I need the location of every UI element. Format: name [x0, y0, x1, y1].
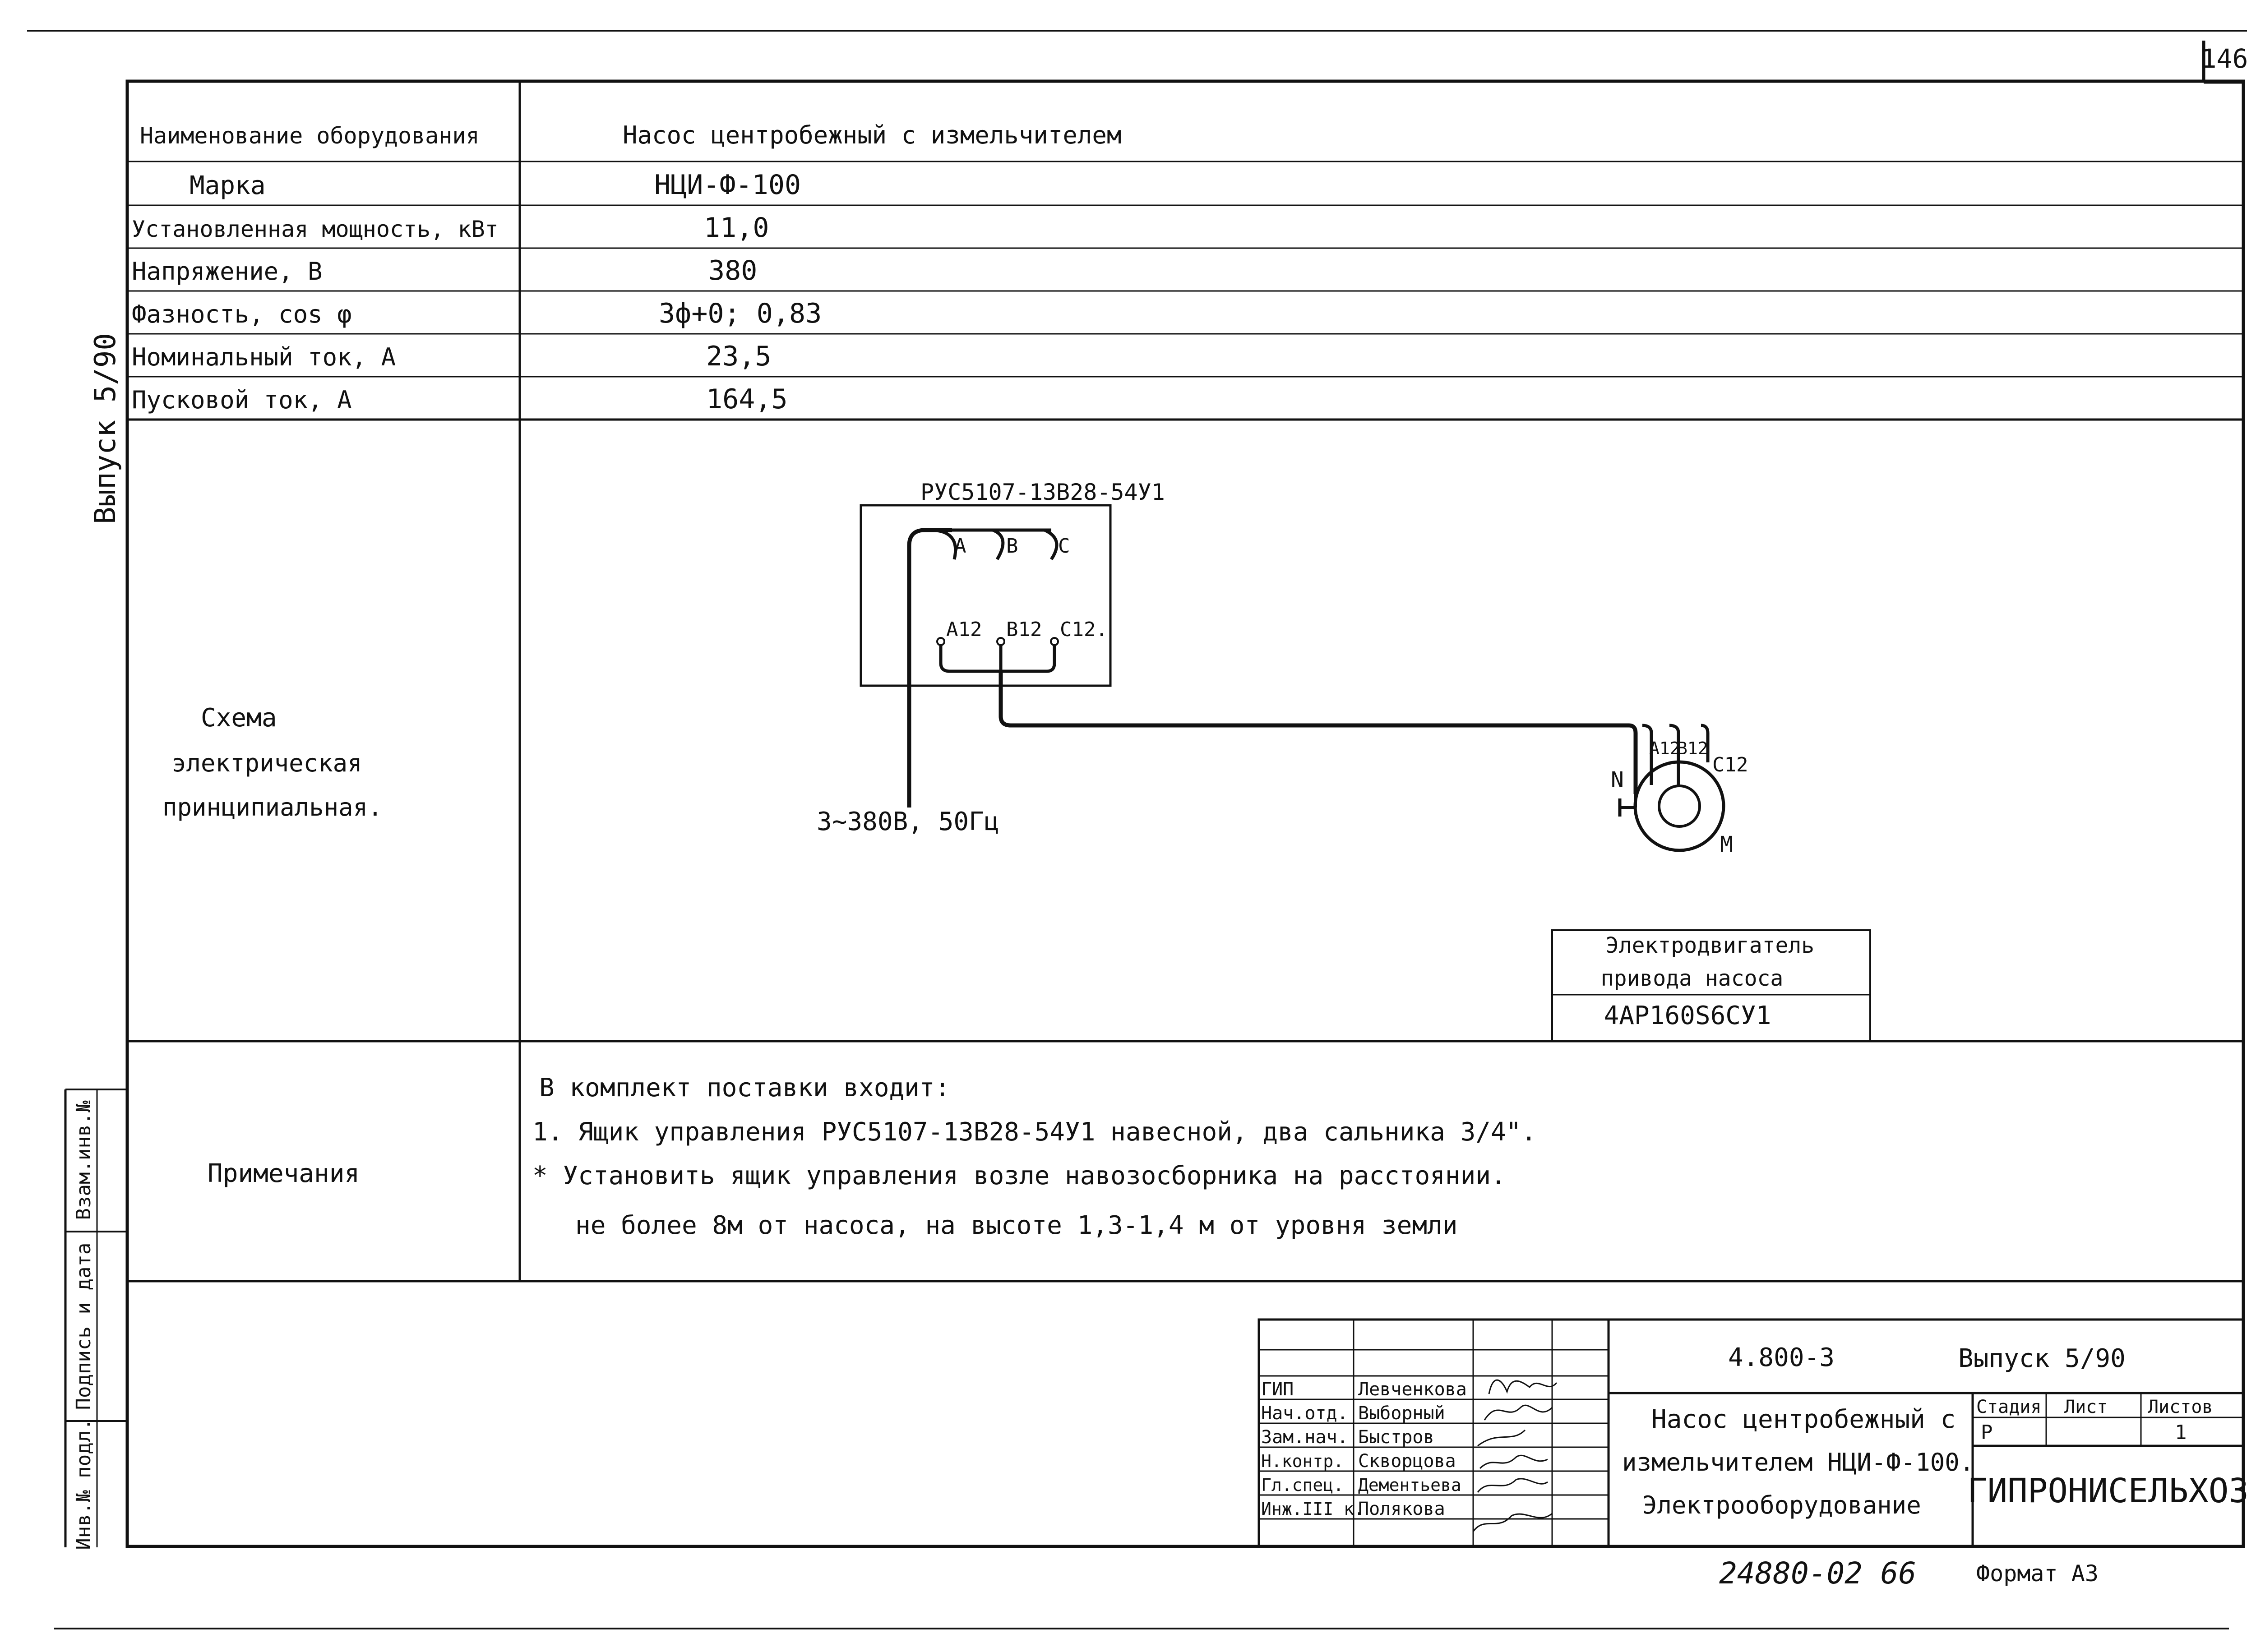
neutral-label: N	[1611, 767, 1624, 793]
param-value-phase: 3ф+0; 0,83	[659, 298, 822, 329]
schema-label-line1: Схема	[201, 703, 277, 733]
notes-line2: 1. Ящик управления РУС5107-13В28-54У1 на…	[532, 1117, 1536, 1147]
doc-title-line1: Насос центробежный с	[1651, 1405, 1956, 1434]
doc-number: 24880-02 66	[1719, 1556, 1916, 1591]
notes-section: Примечания В комплект поставки входит: 1…	[208, 1073, 1536, 1240]
param-value-power: 11,0	[704, 212, 769, 244]
param-label-voltage: Напряжение, В	[132, 257, 323, 286]
sheet-number-box: 146	[2201, 41, 2248, 84]
signatures	[1472, 1379, 1558, 1532]
notes-line4: не более 8м от насоса, на высоте 1,3-1,4…	[575, 1211, 1457, 1240]
control-box-label: РУС5107-13В28-54У1	[920, 479, 1165, 505]
motor-info-box: Электродвигатель привода насоса 4АР160S6…	[1551, 929, 1871, 1042]
staff-role-4: Гл.спец.	[1261, 1475, 1344, 1495]
notes-label: Примечания	[208, 1159, 360, 1188]
doc-code: 4.800-3	[1728, 1343, 1835, 1372]
side-inv-vzam: Взам.инв.№	[72, 1100, 95, 1220]
notes-line3: * Установить ящик управления возле навоз…	[532, 1161, 1506, 1191]
motor-b12-label: В12	[1677, 738, 1708, 758]
terminal-b12-label: В12	[1006, 618, 1042, 641]
motor-cable	[999, 671, 1638, 794]
sheets-header: Листов	[2148, 1397, 2213, 1417]
staff-role-1: Нач.отд.	[1261, 1403, 1348, 1424]
doc-title-line2: измельчителем НЦИ-Ф-100.	[1622, 1448, 1974, 1477]
staff-role-3: Н.контр.	[1261, 1451, 1344, 1471]
terminal-b12	[996, 637, 1005, 646]
param-label-phase: Фазность, cos φ	[132, 300, 352, 328]
staff-name-5: Полякова	[1358, 1499, 1445, 1519]
supply-label: 3~380В, 50Гц	[817, 807, 999, 836]
param-value-start-current: 164,5	[706, 383, 788, 415]
schema-label: Схема электрическая принципиальная.	[162, 703, 383, 821]
terminal-a12	[936, 637, 945, 646]
staff-role-2: Зам.нач.	[1261, 1427, 1348, 1448]
motor-symbol	[1633, 760, 1725, 852]
motor-model: 4АР160S6СУ1	[1604, 1001, 1771, 1030]
main-frame	[125, 79, 2245, 1548]
motor-a12-label: А12	[1649, 738, 1680, 758]
motor-label: М	[1720, 832, 1733, 857]
control-box	[860, 504, 1112, 687]
staff-name-0: Левченкова	[1358, 1379, 1467, 1400]
terminal-a12-label: А12	[946, 618, 982, 641]
param-value-mark: НЦИ-Ф-100	[654, 169, 801, 201]
schema-label-line3: принципиальная.	[162, 793, 383, 821]
motor-c12-label: С12	[1712, 753, 1748, 776]
supply-line	[907, 528, 952, 808]
sheets-value: 1	[2175, 1421, 2187, 1444]
side-inv-podl: Инв.№ подл.	[72, 1418, 95, 1550]
sheet-header: Лист	[2064, 1397, 2108, 1417]
stage-value: Р	[1981, 1421, 1993, 1444]
side-issue-label: Выпуск 5/90	[89, 333, 122, 524]
motor-box-line1: Электродвигатель	[1606, 933, 1814, 958]
terminal-c12-label: С12.	[1060, 618, 1108, 641]
motor-box-line2: привода насоса	[1601, 966, 1784, 991]
title-block: ГИП Левченкова Нач.отд. Выборный Зам.нач…	[1257, 1318, 2249, 1548]
sheet-number: 146	[2201, 43, 2248, 74]
staff-name-3: Скворцова	[1358, 1451, 1456, 1472]
staff-name-1: Выборный	[1358, 1403, 1445, 1424]
notes-line1: В комплект поставки входит:	[539, 1073, 950, 1103]
phase-a-label: А	[954, 535, 966, 558]
title-block-issue: Выпуск 5/90	[1958, 1344, 2126, 1373]
schema-label-line2: электрическая	[171, 749, 362, 777]
table-grid	[127, 81, 2243, 1283]
doc-title-line3: Электрооборудование	[1642, 1491, 1921, 1519]
organization: ГИПРОНИСЕЛЬХОЗ	[1967, 1472, 2249, 1510]
param-value-name: Насос центробежный с измельчителем	[623, 121, 1121, 149]
staff-name-2: Быстров	[1358, 1427, 1434, 1448]
phase-c-label: С	[1058, 535, 1070, 558]
staff-role-0: ГИП	[1261, 1379, 1294, 1400]
param-label-power: Установленная мощность, кВт	[132, 216, 499, 242]
param-value-nominal-current: 23,5	[706, 341, 772, 372]
terminal-c12	[1050, 637, 1059, 646]
staff-name-4: Дементьева	[1358, 1475, 1461, 1495]
footer: 24880-02 66 Формат А3	[1719, 1556, 2099, 1591]
param-label-start-current: Пусковой ток, А	[132, 386, 352, 414]
electrical-schematic: РУС5107-13В28-54У1 А В С А12 В12 С12. А1…	[817, 479, 1748, 857]
staff-role-5: Инж.III к.	[1261, 1499, 1364, 1519]
side-strip: Выпуск 5/90 Взам.инв.№ Подпись и дата Ин…	[64, 333, 127, 1550]
param-label-name: Наименование оборудования	[140, 123, 480, 149]
format-label: Формат А3	[1976, 1560, 2099, 1587]
phase-b-label: В	[1006, 535, 1018, 558]
stage-header: Стадия	[1976, 1397, 2042, 1417]
side-podpis-data: Подпись и дата	[72, 1243, 95, 1410]
param-label-mark: Марка	[190, 171, 266, 200]
params-table: Наименование оборудования Насос центробе…	[132, 121, 1121, 415]
param-value-voltage: 380	[708, 255, 757, 286]
param-label-nominal-current: Номинальный ток, А	[132, 343, 396, 371]
